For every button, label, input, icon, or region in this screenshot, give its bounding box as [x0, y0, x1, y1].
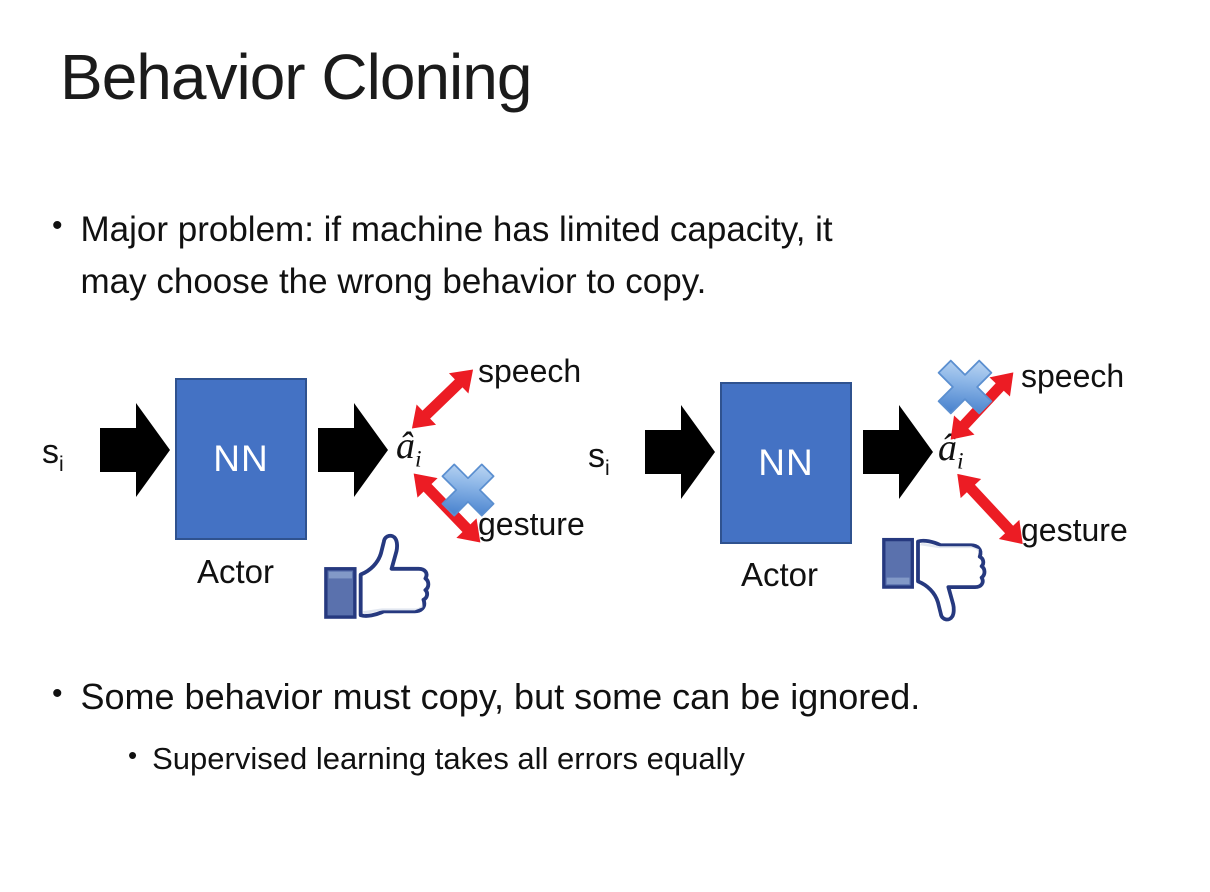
right-block-arrow-icon — [863, 405, 933, 499]
actor-label-left: Actor — [197, 553, 275, 590]
double-arrow-speech-icon — [411, 369, 474, 429]
cross-reject-icon — [937, 359, 993, 415]
bullet-major-problem: • Major problem: if machine has limited … — [52, 204, 1102, 308]
nn-label: NN — [758, 442, 814, 483]
actor-label-right: Actor — [741, 556, 819, 593]
bullet-some-behavior: • Some behavior must copy, but some can … — [52, 672, 1152, 722]
bullet-text: Major problem: if machine has limited ca… — [80, 210, 833, 301]
bullet-supervised-learning: • Supervised learning takes all errors e… — [128, 736, 1128, 782]
action-label-left: âi — [396, 425, 422, 473]
thumbs-up-icon — [324, 533, 431, 619]
bullet-marker: • — [128, 740, 138, 770]
speech-label-right: speech — [1021, 358, 1125, 394]
gesture-label-left: gesture — [478, 506, 585, 542]
bullet-text: Some behavior must copy, but some can be… — [80, 676, 921, 717]
right-block-arrow-icon — [100, 403, 170, 497]
right-block-arrow-icon — [645, 405, 715, 499]
bullet-marker: • — [52, 677, 63, 710]
right-block-arrow-icon — [318, 403, 388, 497]
speech-label-left: speech — [478, 353, 582, 389]
bullet-marker: • — [52, 209, 63, 242]
state-label-right: si — [588, 437, 610, 480]
nn-label: NN — [213, 438, 269, 479]
thumbs-down-icon — [882, 537, 987, 622]
state-label-left: si — [42, 433, 64, 476]
nn-box-left: NN — [175, 378, 307, 540]
nn-box-right: NN — [720, 382, 852, 544]
bullet-text: Supervised learning takes all errors equ… — [152, 741, 745, 776]
cross-reject-icon — [441, 463, 495, 517]
page-title: Behavior Cloning — [60, 41, 532, 113]
double-arrow-gesture-icon — [957, 473, 1023, 545]
gesture-label-right: gesture — [1021, 512, 1128, 548]
